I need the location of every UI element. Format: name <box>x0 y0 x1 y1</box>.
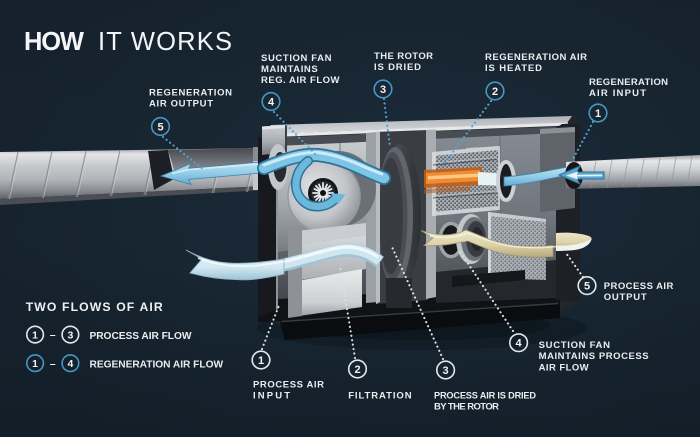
svg-text:AIR OUTPUT: AIR OUTPUT <box>149 99 213 110</box>
svg-text:AIR FLOW: AIR FLOW <box>539 362 589 373</box>
svg-text:IT WORKS: IT WORKS <box>98 28 232 56</box>
svg-text:MAINTAINS: MAINTAINS <box>261 64 318 75</box>
svg-text:1: 1 <box>258 355 264 367</box>
svg-text:PROCESS AIR: PROCESS AIR <box>253 379 324 390</box>
svg-text:REGENERATION AIR FLOW: REGENERATION AIR FLOW <box>90 359 224 370</box>
svg-text:IS DRIED: IS DRIED <box>374 62 421 73</box>
svg-text:REG. AIR FLOW: REG. AIR FLOW <box>261 75 340 86</box>
svg-text:PROCESS AIR IS DRIED: PROCESS AIR IS DRIED <box>434 390 536 400</box>
svg-text:1: 1 <box>32 358 38 370</box>
svg-text:3: 3 <box>380 84 386 96</box>
svg-text:2: 2 <box>492 86 498 98</box>
svg-text:PROCESS AIR: PROCESS AIR <box>604 281 674 292</box>
svg-text:AIR INPUT: AIR INPUT <box>589 88 646 99</box>
svg-text:3: 3 <box>67 329 73 341</box>
svg-text:REGENERATION AIR: REGENERATION AIR <box>485 52 587 63</box>
svg-text:INPUT: INPUT <box>253 391 290 402</box>
svg-text:TWO FLOWS OF AIR: TWO FLOWS OF AIR <box>26 300 163 314</box>
svg-text:–: – <box>50 329 56 341</box>
svg-text:FILTRATION: FILTRATION <box>348 390 412 401</box>
svg-text:4: 4 <box>516 338 523 350</box>
svg-text:2: 2 <box>354 364 360 376</box>
svg-text:HOW: HOW <box>24 28 85 56</box>
svg-text:4: 4 <box>268 97 275 109</box>
svg-text:REGENERATION: REGENERATION <box>149 88 232 99</box>
svg-text:SUCTION FAN: SUCTION FAN <box>539 340 611 351</box>
svg-text:MAINTAINS PROCESS: MAINTAINS PROCESS <box>539 351 649 362</box>
svg-text:BY THE ROTOR: BY THE ROTOR <box>434 402 499 413</box>
svg-text:1: 1 <box>595 108 601 120</box>
svg-text:5: 5 <box>157 122 163 134</box>
svg-text:SUCTION FAN: SUCTION FAN <box>261 53 332 64</box>
svg-text:–: – <box>50 358 56 370</box>
svg-text:IS HEATED: IS HEATED <box>485 63 542 74</box>
svg-text:4: 4 <box>67 358 73 370</box>
svg-text:1: 1 <box>32 329 38 341</box>
svg-text:REGENERATION: REGENERATION <box>589 77 668 88</box>
svg-text:THE ROTOR: THE ROTOR <box>374 51 433 62</box>
svg-text:OUTPUT: OUTPUT <box>604 292 647 303</box>
svg-text:5: 5 <box>584 281 590 293</box>
svg-text:3: 3 <box>443 365 449 377</box>
svg-text:PROCESS AIR FLOW: PROCESS AIR FLOW <box>90 331 192 342</box>
